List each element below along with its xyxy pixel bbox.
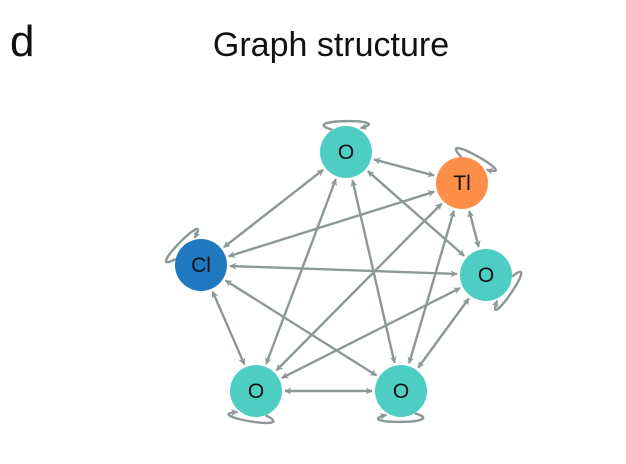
node-label: O [248, 380, 264, 403]
self-loop-n_bl [227, 408, 275, 425]
node-circle [460, 249, 512, 301]
node-n_tl: Tl [436, 157, 488, 209]
self-loop-n_top [322, 119, 371, 131]
edge-n_right-n_cl [229, 262, 458, 278]
edges-layer [211, 157, 481, 395]
node-label: Cl [191, 254, 211, 277]
self-loops-layer [164, 119, 523, 425]
edge-n_tl-n_br [407, 210, 456, 364]
node-n_top: O [320, 126, 372, 178]
edge-n_bl-n_cl [211, 290, 246, 366]
graph-title: Graph structure [212, 26, 450, 64]
node-circle [375, 365, 427, 417]
edge-n_tl-n_cl [227, 190, 436, 258]
node-label: O [338, 141, 354, 164]
node-n_right: O [460, 249, 512, 301]
node-n_cl: Cl [175, 239, 227, 291]
edge-n_top-n_cl [223, 168, 324, 249]
node-label: Tl [453, 172, 471, 195]
node-circle [230, 365, 282, 417]
node-label: O [393, 380, 409, 403]
node-label: O [478, 264, 494, 287]
panel-letter: d [10, 17, 35, 66]
edge-n_br-n_cl [224, 279, 378, 377]
edge-n_tl-n_right [467, 210, 481, 248]
self-loop-n_br [376, 412, 425, 424]
node-circle [175, 239, 227, 291]
self-loop-n_right [491, 270, 523, 311]
node-circle [320, 126, 372, 178]
self-loop-n_cl [164, 227, 201, 264]
node-circle [436, 157, 488, 209]
self-loop-n_tl [454, 146, 497, 175]
edge-n_top-n_tl [373, 157, 435, 178]
node-n_br: O [375, 365, 427, 417]
edge-n_tl-n_bl [275, 202, 443, 372]
node-n_bl: O [230, 365, 282, 417]
